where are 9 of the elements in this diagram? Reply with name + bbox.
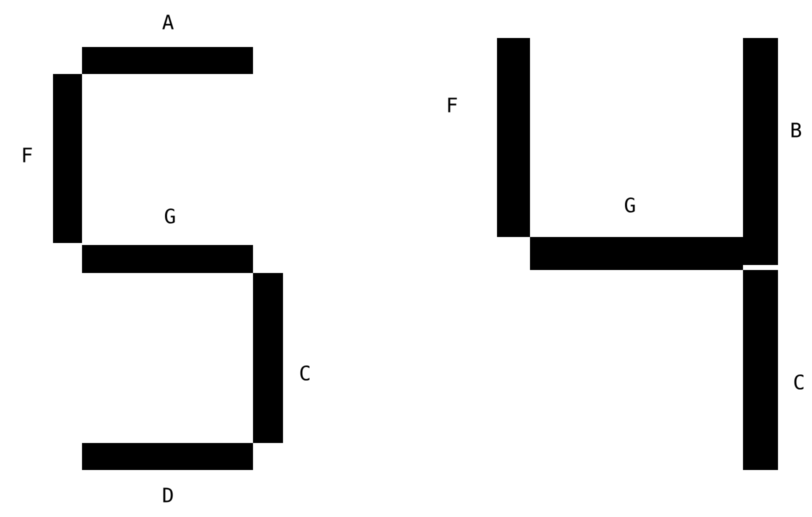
segment-label: G: [165, 208, 175, 224]
segment-label: C: [794, 374, 804, 390]
segment-label: G: [624, 197, 635, 213]
segment-label: D: [163, 488, 173, 502]
segment-label: A: [162, 14, 174, 30]
segment-label: F: [448, 98, 457, 112]
segment-label: F: [23, 148, 32, 162]
segment-label: C: [300, 365, 310, 381]
segment-label: B: [792, 122, 802, 138]
